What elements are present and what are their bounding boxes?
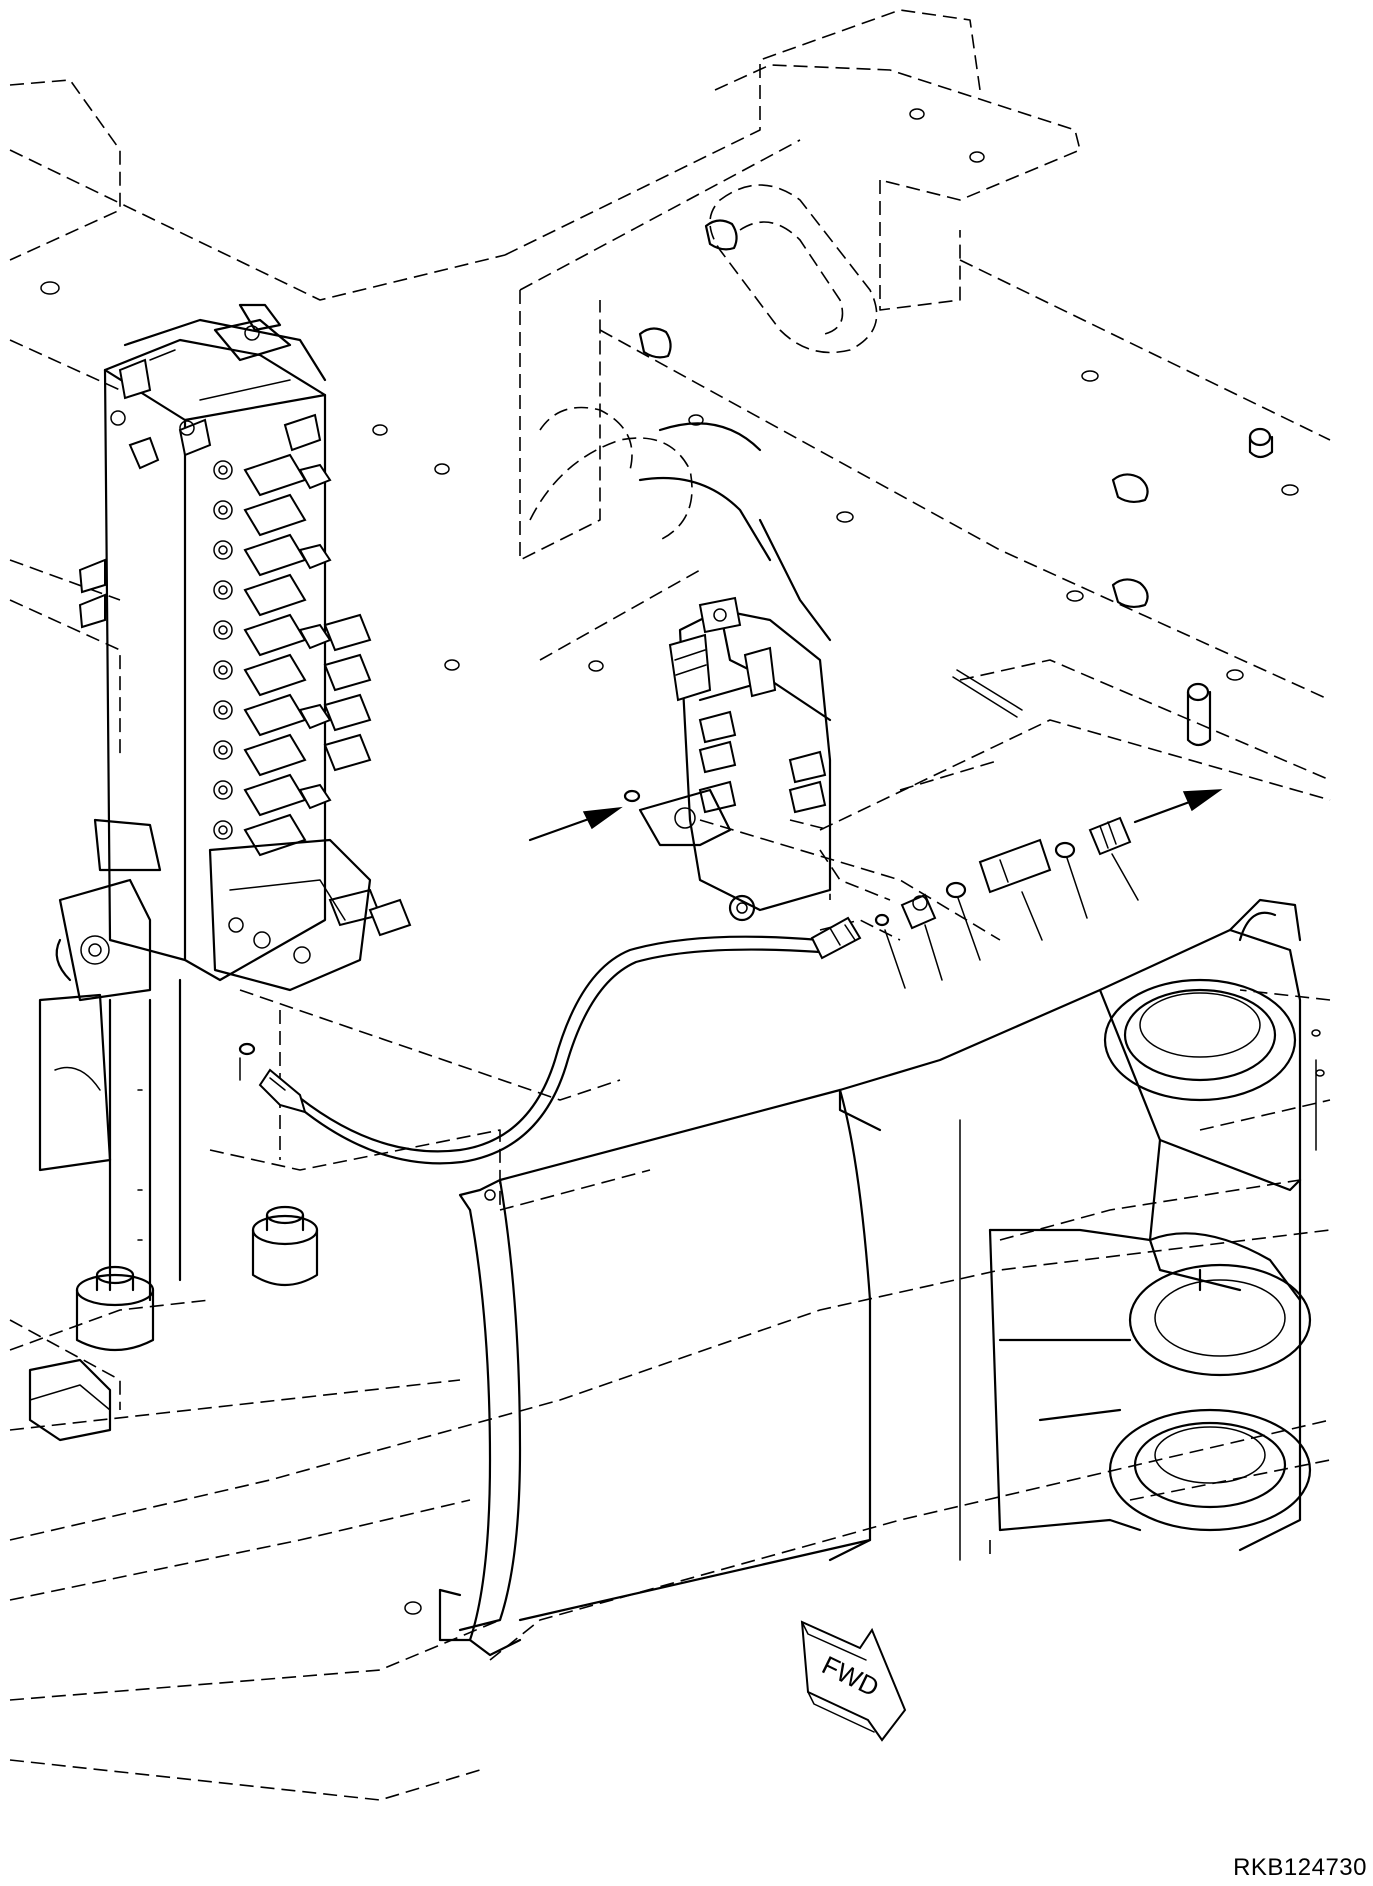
hydraulic-hose <box>258 916 862 1165</box>
direction-arrows <box>528 789 1223 842</box>
revolving-frame-outline <box>9 9 1331 1801</box>
pilot-valve-block <box>638 422 832 922</box>
top-fittings <box>110 325 322 470</box>
frame-holes <box>40 108 1325 1615</box>
right-connectors <box>323 613 412 937</box>
boom-foot-box <box>438 1088 872 1657</box>
valve-port-column <box>213 460 233 840</box>
spool-fittings <box>243 453 332 857</box>
fwd-direction-marker: FWD <box>800 1620 907 1742</box>
control-valve-assembly <box>38 303 412 1302</box>
leader-lines <box>239 853 1139 1081</box>
boom-bracket <box>838 898 1317 1561</box>
drawing-number: RKB124730 <box>1233 1854 1367 1881</box>
engine-mounts <box>28 1205 319 1442</box>
exploded-fittings <box>238 789 1132 1056</box>
